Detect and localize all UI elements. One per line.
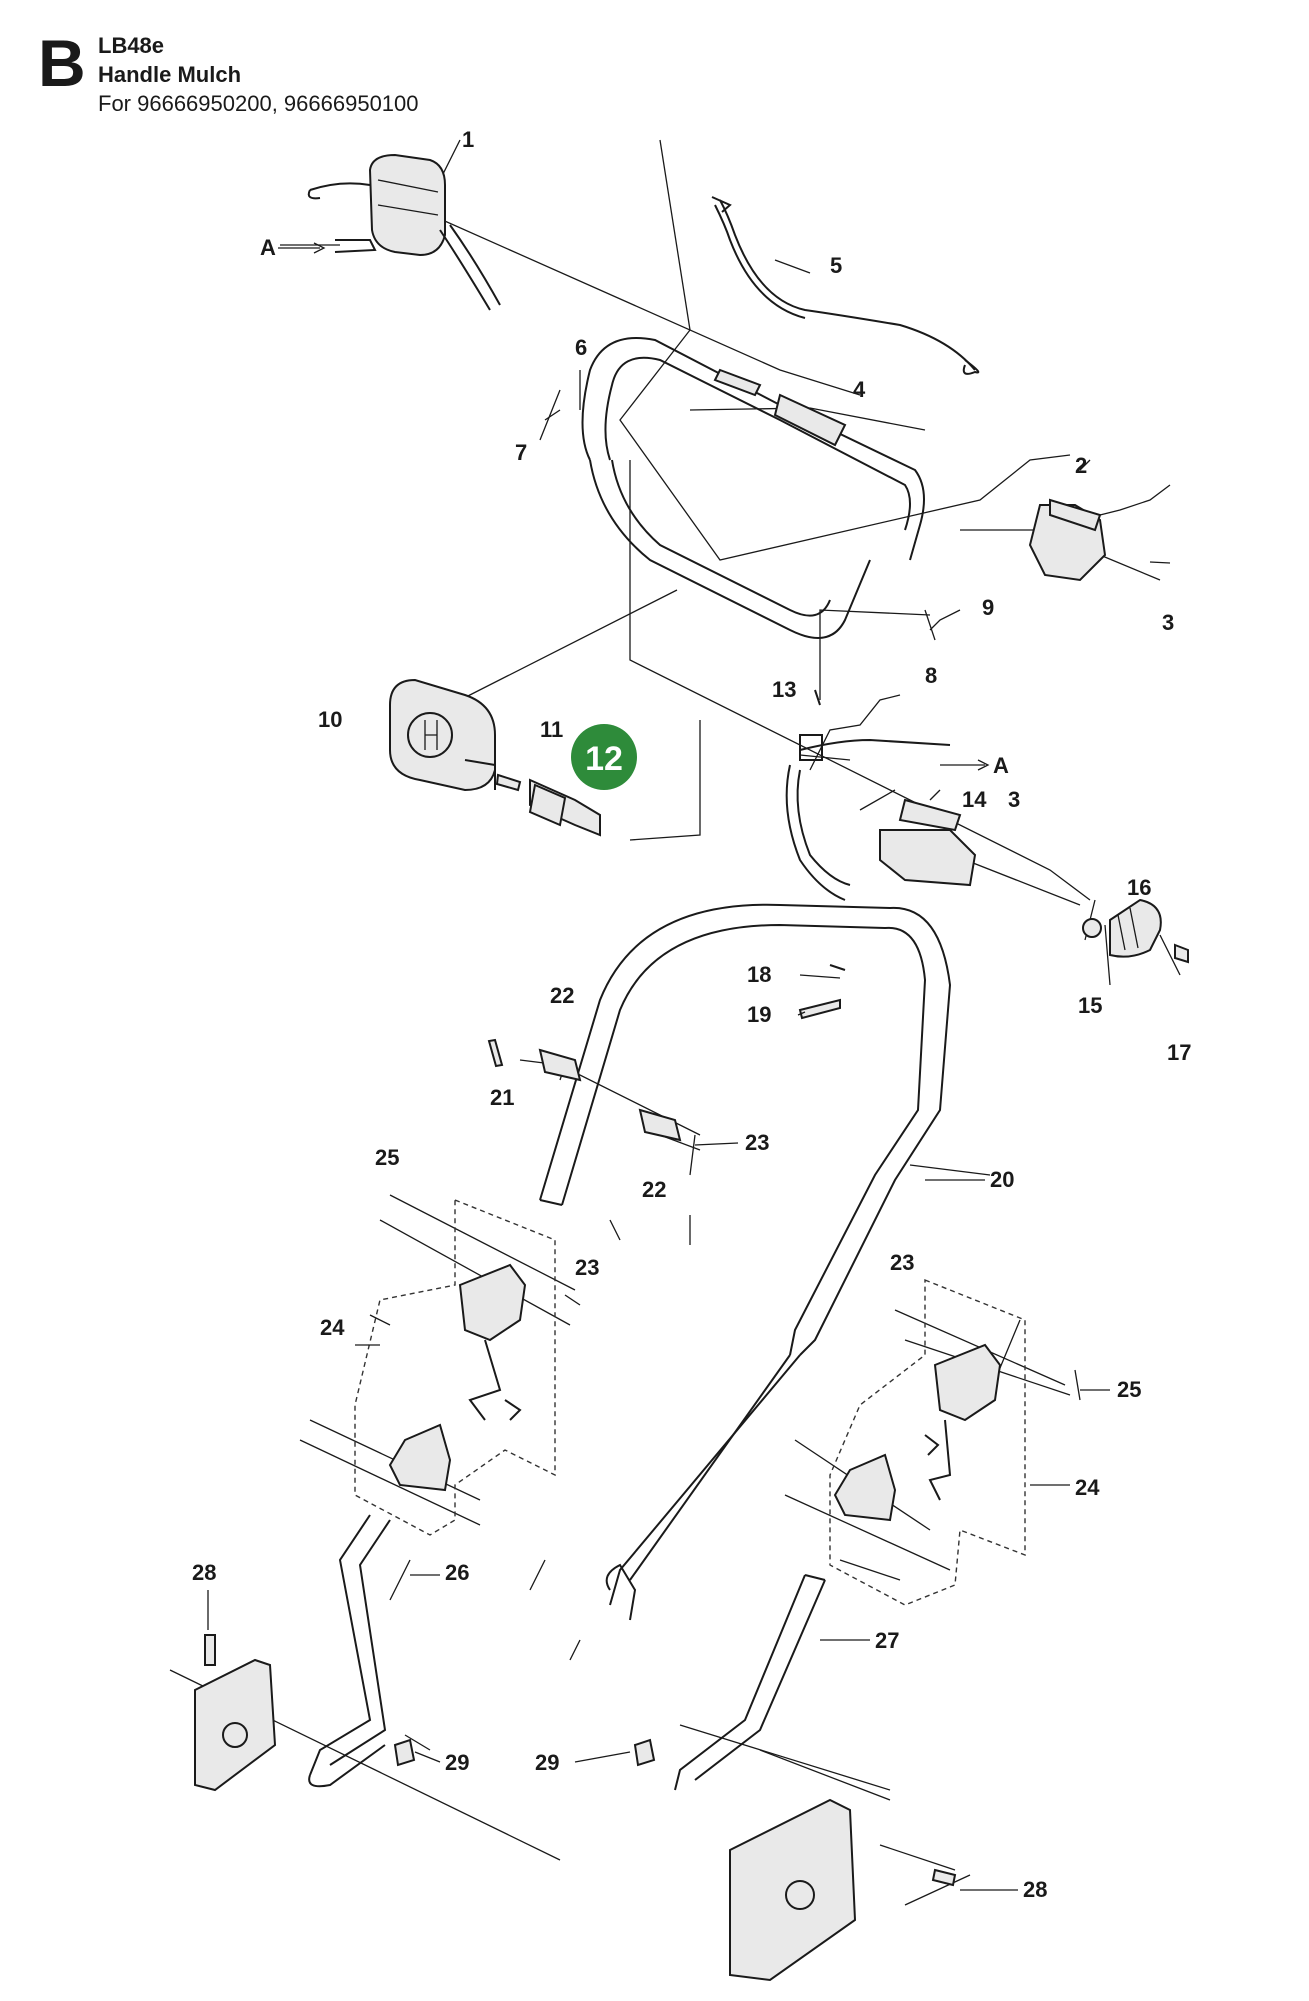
callout-29-left: 29 (445, 1750, 469, 1775)
callout-4: 4 (853, 377, 866, 402)
part-14-mount-block (879, 798, 977, 887)
callout-1: 1 (462, 127, 474, 152)
part-10-cover (389, 678, 496, 792)
callout-7: 7 (515, 440, 527, 465)
callout-24-left: 24 (320, 1315, 345, 1340)
callout-14: 14 (962, 787, 987, 812)
diagram-title: Handle Mulch (98, 62, 242, 87)
section-letter: B (38, 26, 86, 100)
part-17-nut (1174, 943, 1189, 964)
callout-25-right: 25 (1117, 1377, 1141, 1402)
assembly-box-left (354, 1198, 556, 1536)
part-19-screw (798, 998, 841, 1020)
callout-3-top: 3 (1162, 610, 1174, 635)
part-22-clip-a (538, 1048, 582, 1082)
part-22-clip-b (638, 1108, 682, 1142)
highlight-label: 12 (585, 740, 623, 778)
callout-18: 18 (747, 962, 771, 987)
part-29-bushing-right (633, 1738, 656, 1767)
callout-29-right: 29 (535, 1750, 559, 1775)
part-27-lower-leg-right (674, 1574, 826, 1791)
callout-8: 8 (925, 663, 937, 688)
callout-11: 11 (540, 717, 563, 742)
callout-a-mid: A (993, 753, 1009, 778)
callout-10: 10 (318, 707, 342, 732)
part-15-washer (1082, 918, 1102, 938)
part-18-screw (829, 964, 846, 971)
part-4-upper-handle (581, 337, 925, 639)
part-29-bushing-left (393, 1738, 416, 1767)
callout-24-right: 24 (1075, 1475, 1100, 1500)
highlight-circle (571, 724, 637, 790)
part-21-screw (487, 1038, 504, 1068)
part-2-bracket (1028, 498, 1107, 582)
part-12-clip (528, 778, 601, 837)
part-20-lower-handle (539, 903, 952, 1621)
callout-labels: 1 A 5 6 4 7 2 3 9 8 10 11 13 A 14 3 16 1… (192, 127, 1191, 1902)
callout-28-right: 28 (1023, 1877, 1047, 1902)
callout-27: 27 (875, 1628, 899, 1653)
callout-20: 20 (990, 1167, 1014, 1192)
label-leaders (207, 242, 1110, 1891)
callout-5: 5 (830, 253, 842, 278)
product-variants: For 96666950200, 96666950100 (98, 91, 419, 116)
callout-9: 9 (982, 595, 994, 620)
callout-28-left: 28 (192, 1560, 216, 1585)
leader-lines (169, 139, 1181, 1906)
callout-2: 2 (1075, 453, 1087, 478)
callout-23-right: 23 (890, 1250, 914, 1275)
callout-23-top: 23 (745, 1130, 769, 1155)
callout-3-mid: 3 (1008, 787, 1020, 812)
callout-6: 6 (575, 335, 587, 360)
callout-22-top: 22 (550, 983, 574, 1008)
part-24-height-adjuster-right (833, 1343, 1002, 1522)
callout-17: 17 (1167, 1040, 1191, 1065)
highlight-marker: 12 (571, 724, 637, 790)
callout-26: 26 (445, 1560, 469, 1585)
part-1-control-housing (307, 153, 501, 311)
mounting-plate-left (194, 1658, 277, 1792)
assembly-box-right (829, 1278, 1026, 1606)
callout-25-left: 25 (375, 1145, 399, 1170)
callout-19: 19 (747, 1002, 771, 1027)
callout-23-left: 23 (575, 1255, 599, 1280)
callout-13: 13 (772, 677, 796, 702)
model-name: LB48e (98, 33, 165, 58)
part-5-bail-cable (711, 196, 980, 375)
callout-22-bottom: 22 (642, 1177, 666, 1202)
mounting-plate-right (729, 1798, 857, 1982)
callout-15: 15 (1078, 993, 1102, 1018)
part-11-screw (495, 773, 522, 792)
part-13-cable-guide (785, 689, 951, 901)
part-28-screw-right (931, 1868, 957, 1887)
part-16-knob (1109, 898, 1162, 958)
callout-21: 21 (490, 1085, 514, 1110)
part-28-screw-left (204, 1634, 216, 1666)
callout-16: 16 (1127, 875, 1151, 900)
part-26-lower-leg-left (308, 1514, 391, 1788)
part-24-height-adjuster-left (388, 1263, 527, 1492)
callout-a-top: A (260, 235, 276, 260)
